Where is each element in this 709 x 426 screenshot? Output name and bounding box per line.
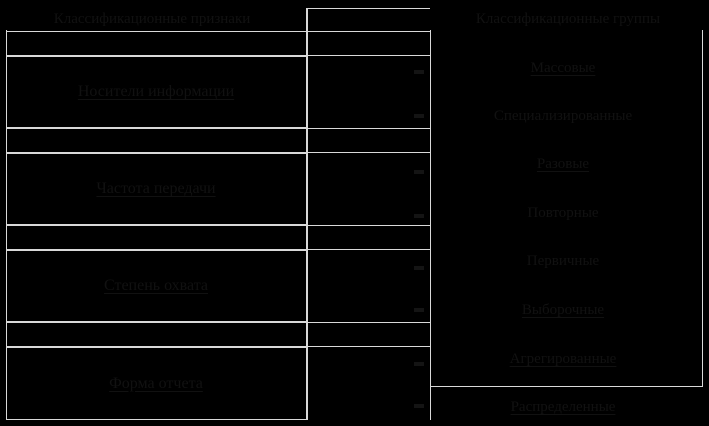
arrow-tick — [414, 114, 424, 118]
criteria-header: Классификационные признаки — [53, 11, 251, 27]
criterion-label: Носители информации — [77, 83, 235, 100]
arrow-tick — [414, 170, 424, 174]
separator-row — [6, 31, 431, 56]
separator-row — [6, 128, 431, 153]
criterion-cell — [6, 153, 307, 225]
connector-vertical-line — [306, 8, 308, 420]
group-label: Первичные — [526, 253, 600, 269]
connector-top-line — [306, 8, 430, 9]
group-label: Распределенные — [510, 399, 616, 415]
group-label: Повторные — [527, 205, 599, 221]
group-label: Специализированные — [493, 108, 633, 124]
groups-frame-bottom — [430, 386, 703, 387]
separator-row — [6, 225, 431, 250]
group-label: Агрегированные — [509, 351, 617, 367]
criterion-label: Частота передачи — [96, 180, 216, 197]
groups-header: Классификационные группы — [475, 11, 661, 27]
criterion-cell — [6, 250, 307, 322]
arrow-tick — [414, 404, 424, 408]
groups-frame-right — [702, 30, 703, 386]
arrow-tick — [414, 70, 424, 74]
criterion-cell — [6, 56, 307, 128]
criterion-cell — [6, 347, 307, 420]
group-label: Выборочные — [521, 302, 605, 318]
arrow-tick — [414, 308, 424, 312]
group-label: Разовые — [536, 156, 590, 172]
criterion-label: Степень охвата — [104, 277, 208, 294]
criterion-label: Форма отчета — [109, 374, 203, 392]
arrow-tick — [414, 266, 424, 270]
arrow-tick — [414, 362, 424, 366]
group-label: Массовые — [530, 60, 596, 76]
separator-row — [6, 322, 431, 347]
arrow-tick — [414, 214, 424, 218]
